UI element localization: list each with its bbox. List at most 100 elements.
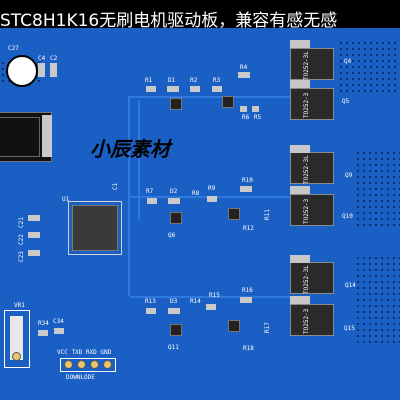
pad-r1 bbox=[146, 86, 156, 92]
label-q5: Q5 bbox=[342, 98, 350, 105]
pad bbox=[28, 232, 40, 238]
header-pin-rxd bbox=[90, 360, 99, 369]
pad bbox=[168, 308, 180, 314]
banner: STC8H1K16无刷电机驱动板，兼容有感无感 bbox=[0, 0, 400, 40]
pad bbox=[42, 115, 52, 157]
label-r9: R9 bbox=[208, 185, 216, 192]
label-r6: R6 bbox=[242, 114, 250, 121]
mosfet-q4 bbox=[290, 48, 334, 80]
label-c2: C2 bbox=[50, 55, 58, 62]
label-d3: D3 bbox=[170, 298, 178, 305]
pot-vr1-pin bbox=[12, 352, 21, 361]
via-field-top-right bbox=[338, 40, 398, 96]
label-r15: R15 bbox=[209, 292, 220, 299]
pad bbox=[206, 304, 216, 310]
label-r14: R14 bbox=[190, 298, 201, 305]
label-q15: Q15 bbox=[344, 325, 355, 332]
transistor-mid-2 bbox=[228, 208, 240, 220]
mosfet-q14-tab bbox=[290, 255, 310, 263]
mosfet-q14 bbox=[290, 262, 334, 294]
pad-r6 bbox=[240, 106, 247, 112]
header-pin-labels: VCC TXD RXD GND bbox=[57, 349, 112, 356]
label-r12: R12 bbox=[243, 225, 254, 232]
mosfet-q5 bbox=[290, 88, 334, 120]
transistor-bot-2 bbox=[228, 320, 240, 332]
header-pin-gnd bbox=[103, 360, 112, 369]
pad bbox=[146, 308, 156, 314]
trace bbox=[130, 96, 310, 98]
watermark: 小辰素材 bbox=[90, 137, 170, 161]
mcu-outline bbox=[68, 201, 122, 255]
trace bbox=[138, 100, 140, 220]
label-r34: R34 bbox=[38, 320, 49, 327]
trace bbox=[130, 296, 310, 298]
label-q14: Q14 bbox=[345, 282, 356, 289]
label-r11: R11 bbox=[264, 209, 271, 220]
label-r4: R4 bbox=[240, 64, 248, 71]
label-q4: Q4 bbox=[344, 58, 352, 65]
label-r13: R13 bbox=[145, 298, 156, 305]
pad-c2 bbox=[50, 63, 57, 77]
pad bbox=[28, 215, 40, 221]
label-r17: R17 bbox=[264, 322, 271, 333]
label-c22: C22 bbox=[18, 234, 25, 245]
label-q11: Q11 bbox=[168, 344, 179, 351]
label-vr1: VR1 bbox=[14, 302, 25, 309]
pad bbox=[38, 330, 48, 336]
label-r3: R3 bbox=[213, 77, 221, 84]
label-u1: U1 bbox=[62, 196, 70, 203]
label-c27: C27 bbox=[8, 45, 19, 52]
label-r8: R8 bbox=[192, 190, 200, 197]
pad-r4 bbox=[238, 72, 250, 78]
mosfet-q4-tab bbox=[290, 40, 310, 48]
mosfet-q10 bbox=[290, 194, 334, 226]
label-c4: C4 bbox=[38, 55, 46, 62]
pot-vr1-outline bbox=[4, 310, 30, 368]
pad bbox=[168, 198, 180, 204]
header-label-download: DOWNLODE bbox=[66, 374, 95, 381]
banner-title: STC8H1K16无刷电机驱动板，兼容有感无感 bbox=[0, 11, 338, 31]
mosfet-q10-tab bbox=[290, 186, 310, 194]
trace bbox=[128, 96, 130, 296]
label-r18: R18 bbox=[243, 345, 254, 352]
label-q10: Q10 bbox=[342, 213, 353, 220]
mosfet-q9-tab bbox=[290, 145, 310, 153]
transistor-q6 bbox=[170, 212, 182, 224]
via-field-bot-right bbox=[355, 255, 400, 345]
pad bbox=[147, 198, 157, 204]
heat-pad bbox=[0, 117, 40, 157]
pad bbox=[207, 196, 217, 202]
label-c34: C34 bbox=[53, 318, 64, 325]
capacitor-c27 bbox=[6, 55, 38, 87]
mosfet-q15 bbox=[290, 304, 334, 336]
mosfet-text: TO252-3L bbox=[303, 265, 310, 294]
label-d2: D2 bbox=[170, 188, 178, 195]
pad-c4 bbox=[38, 63, 45, 77]
pad-r2 bbox=[190, 86, 200, 92]
header-pin-txd bbox=[77, 360, 86, 369]
mosfet-q5-tab bbox=[290, 80, 310, 88]
mosfet-q9 bbox=[290, 152, 334, 184]
mcu-u1 bbox=[72, 205, 118, 251]
mosfet-text: TO252-3L bbox=[303, 51, 310, 80]
transistor-q11 bbox=[170, 324, 182, 336]
pad bbox=[54, 328, 64, 334]
pad bbox=[240, 186, 252, 192]
label-q9: Q9 bbox=[345, 172, 353, 179]
mosfet-text: TO252-3 bbox=[303, 198, 310, 224]
header-pin-vcc bbox=[64, 360, 73, 369]
via-field-mid-right bbox=[355, 150, 400, 230]
trace bbox=[130, 196, 310, 198]
label-r7: R7 bbox=[146, 188, 154, 195]
header-outline bbox=[60, 358, 116, 372]
pad bbox=[240, 297, 252, 303]
pot-vr1-body bbox=[10, 316, 23, 360]
label-c1: C1 bbox=[112, 182, 119, 190]
mosfet-text: TO252-3 bbox=[303, 308, 310, 334]
label-r2: R2 bbox=[190, 77, 198, 84]
pad bbox=[28, 250, 40, 256]
label-c21: C21 bbox=[18, 217, 25, 228]
label-r1: R1 bbox=[145, 77, 153, 84]
mosfet-text: TO252-3 bbox=[303, 92, 310, 118]
